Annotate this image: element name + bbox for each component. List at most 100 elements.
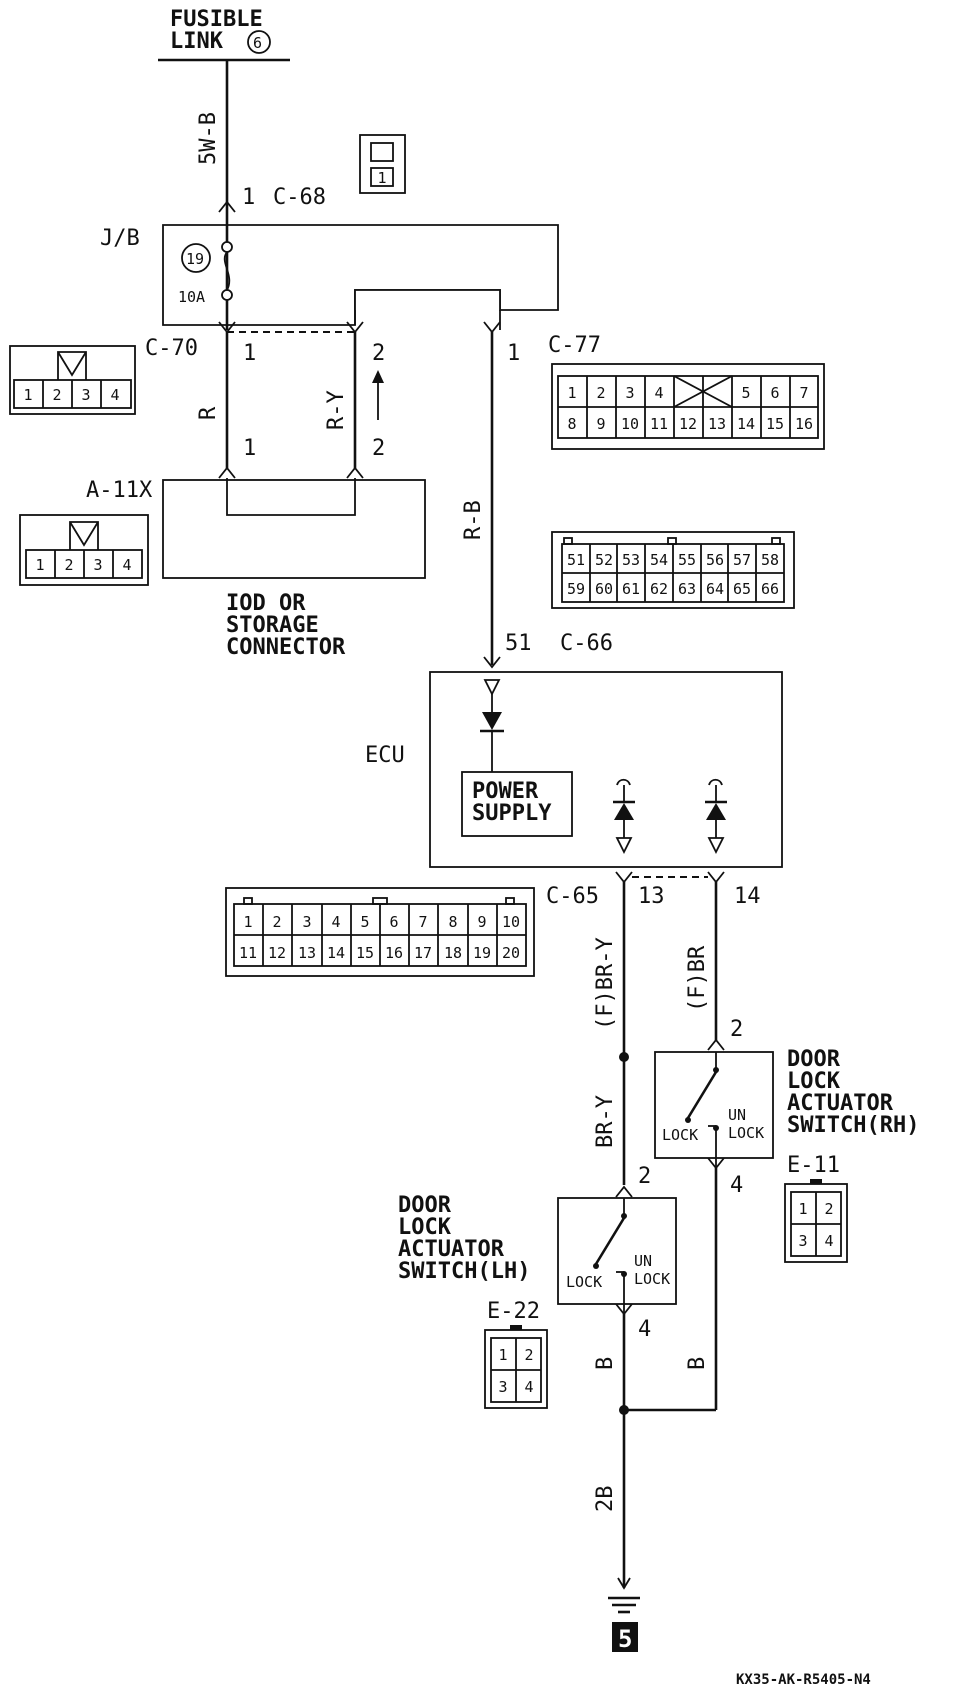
svg-text:4: 4: [110, 386, 119, 404]
wire-label-br-y: BR-Y: [593, 1095, 618, 1148]
e22-pin-2: 2: [638, 1164, 651, 1189]
ecu-diode-13: [614, 803, 634, 820]
ecu-pullup-13: [616, 778, 631, 786]
e11-pin-4: 4: [730, 1173, 743, 1198]
svg-text:4: 4: [824, 1232, 833, 1250]
svg-text:64: 64: [706, 580, 724, 598]
c68-name: C-68: [273, 185, 326, 210]
svg-text:15: 15: [356, 944, 374, 962]
jb-internal-bus: [354, 289, 501, 330]
c65-terminal-13: [615, 871, 633, 884]
ecu-diode-14: [706, 803, 726, 820]
svg-text:3: 3: [81, 386, 90, 404]
c77-terminal: [483, 321, 501, 334]
e22-terminal-2: [615, 1185, 633, 1198]
switch-rh-box: [654, 1051, 774, 1159]
switch-rh-lever: [686, 1071, 718, 1119]
switch-rh-line2: LOCK: [787, 1069, 841, 1094]
svg-text:52: 52: [595, 551, 613, 569]
c70-name: C-70: [145, 336, 198, 361]
svg-text:1: 1: [377, 169, 386, 187]
e11-name: E-11: [787, 1153, 840, 1178]
svg-text:56: 56: [706, 551, 724, 569]
diagram-code: KX35-AK-R5405-N4: [736, 1672, 871, 1688]
svg-text:51: 51: [567, 551, 585, 569]
svg-text:3: 3: [302, 913, 311, 931]
svg-text:1: 1: [243, 913, 252, 931]
switch-lh-line3: ACTUATOR: [398, 1237, 505, 1262]
wire-label-r-b: R-B: [461, 500, 486, 540]
svg-text:4: 4: [331, 913, 340, 931]
svg-text:12: 12: [679, 415, 697, 433]
wire-label-2b: 2B: [593, 1486, 618, 1513]
svg-text:16: 16: [385, 944, 403, 962]
svg-text:62: 62: [650, 580, 668, 598]
svg-text:53: 53: [622, 551, 640, 569]
svg-text:1: 1: [35, 556, 44, 574]
switch-rh-unlock-label: LOCK: [728, 1124, 764, 1142]
svg-text:2: 2: [64, 556, 73, 574]
c77-name: C-77: [548, 333, 601, 358]
svg-text:2: 2: [824, 1200, 833, 1218]
a11x-connector-icon: 1 2 3 4: [19, 514, 149, 586]
switch-rh-un-label: UN: [728, 1106, 746, 1124]
switch-rh-lock-label: LOCK: [662, 1126, 698, 1144]
c68-pin: 1: [242, 185, 255, 210]
svg-text:12: 12: [268, 944, 286, 962]
svg-text:20: 20: [502, 944, 520, 962]
jb-label: J/B: [100, 226, 140, 251]
svg-text:58: 58: [761, 551, 779, 569]
svg-text:1: 1: [23, 386, 32, 404]
c65-terminal-14: [707, 871, 725, 884]
svg-text:9: 9: [477, 913, 486, 931]
ecu-input-terminal: [483, 679, 501, 697]
e11-pin-2: 2: [730, 1017, 743, 1042]
power-supply-line2: SUPPLY: [472, 801, 552, 826]
c70-pin-2: 2: [372, 341, 385, 366]
svg-text:10: 10: [502, 913, 520, 931]
switch-rh-line1: DOOR: [787, 1047, 841, 1072]
e11-connector-icon: 1 2 3 4: [784, 1179, 848, 1263]
a11x-pin-1: 1: [243, 436, 256, 461]
svg-text:1: 1: [567, 384, 576, 402]
switch-lh-line4: SWITCH(LH): [398, 1259, 530, 1284]
iod-connector-box: [162, 479, 426, 579]
switch-lh-lever: [594, 1217, 626, 1265]
iod-internal-link: [226, 478, 356, 516]
c65-pin-14: 14: [734, 884, 761, 909]
e11-terminal-2: [707, 1038, 725, 1051]
switch-rh-line3: ACTUATOR: [787, 1091, 894, 1116]
ground-symbol-icon: [608, 1596, 640, 1614]
iod-label-line1: IOD OR: [226, 591, 306, 616]
svg-text:4: 4: [524, 1378, 533, 1396]
svg-text:14: 14: [327, 944, 345, 962]
iod-label-line2: STORAGE: [226, 613, 319, 638]
ground-point-number: 5: [618, 1625, 632, 1653]
svg-text:66: 66: [761, 580, 779, 598]
svg-text:55: 55: [678, 551, 696, 569]
svg-text:11: 11: [239, 944, 257, 962]
c70-connector-icon: 1 2 3 4: [9, 345, 136, 415]
wire-label-f-br: (F)BR: [685, 945, 710, 1012]
svg-text:61: 61: [622, 580, 640, 598]
svg-text:5: 5: [360, 913, 369, 931]
svg-text:16: 16: [795, 415, 813, 433]
svg-text:60: 60: [595, 580, 613, 598]
ecu-output-terminal-13: [615, 837, 633, 855]
svg-text:8: 8: [448, 913, 457, 931]
ecu-input-diode: [482, 712, 502, 730]
wire-label-b-left: B: [593, 1357, 618, 1370]
svg-text:65: 65: [733, 580, 751, 598]
svg-text:1: 1: [498, 1346, 507, 1364]
fuse-element: [223, 251, 231, 291]
switch-lh-un-label: UN: [634, 1252, 652, 1270]
wire-label-r: R: [196, 406, 221, 420]
fusible-link-line1: FUSIBLE: [170, 7, 263, 32]
c77-connector-icon: 1 2 3 4 5 6 7 8 9 10 11 12 13 14 15 16: [551, 363, 825, 450]
c68-connector-icon: 1: [359, 134, 406, 194]
fuse-terminal-top: [221, 241, 233, 253]
jb-fuse-number-circle: [181, 243, 211, 273]
power-supply-line1: POWER: [472, 779, 539, 804]
fusible-link-number: 6: [253, 34, 262, 52]
